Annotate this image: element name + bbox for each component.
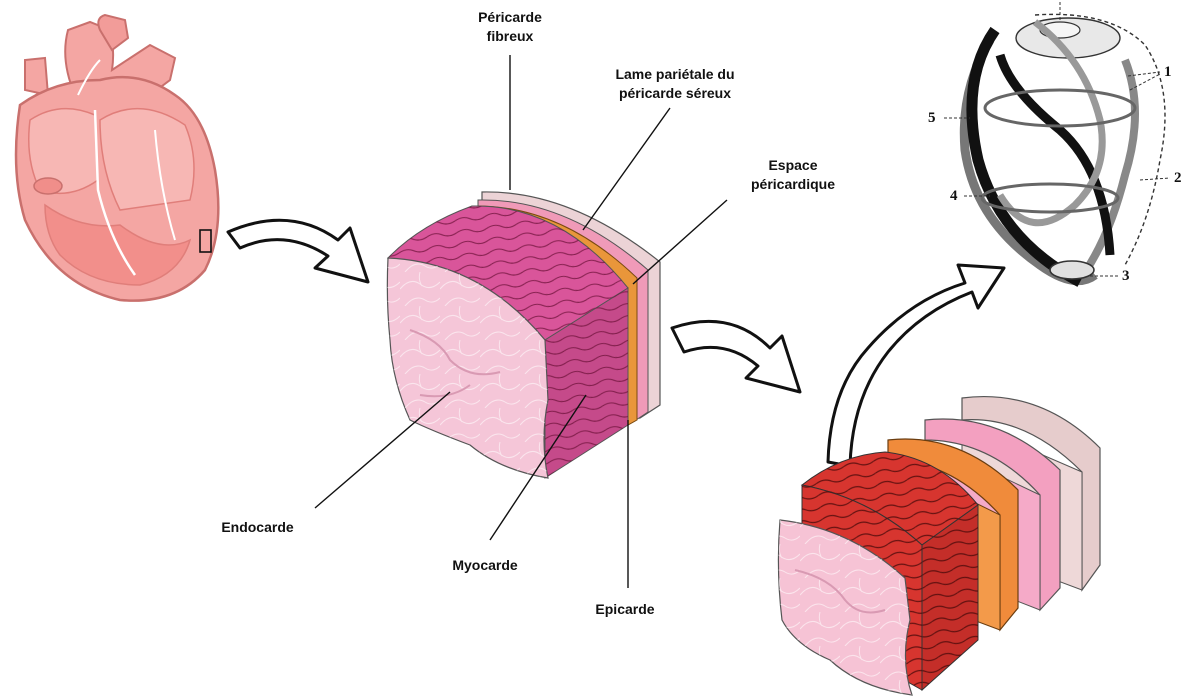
fiber-number-2: 2 [1174, 170, 1182, 187]
label-lame-parietale: Lame pariétale du péricarde séreux [600, 65, 750, 103]
label-line: péricardique [738, 175, 848, 194]
exploded-layers [778, 397, 1100, 695]
label-endocarde: Endocarde [210, 518, 305, 537]
label-line: Espace [738, 156, 848, 175]
label-line: Péricarde [470, 8, 550, 27]
fiber-number-3: 3 [1122, 268, 1130, 285]
label-line: péricarde séreux [600, 84, 750, 103]
label-epicarde: Epicarde [580, 600, 670, 619]
label-line: Lame pariétale du [600, 65, 750, 84]
fiber-number-5: 5 [928, 110, 936, 127]
label-pericarde-fibreux: Péricarde fibreux [470, 8, 550, 46]
curved-arrow [672, 321, 800, 392]
heart-illustration [16, 15, 218, 301]
tissue-block [387, 192, 660, 478]
fiber-number-4: 4 [950, 188, 958, 205]
label-line: fibreux [470, 27, 550, 46]
fiber-number-1: 1 [1164, 64, 1172, 81]
label-myocarde: Myocarde [440, 556, 530, 575]
curved-arrow [228, 220, 368, 282]
muscle-fiber-diagram [944, 2, 1170, 282]
label-espace-pericardique: Espace péricardique [738, 156, 848, 194]
